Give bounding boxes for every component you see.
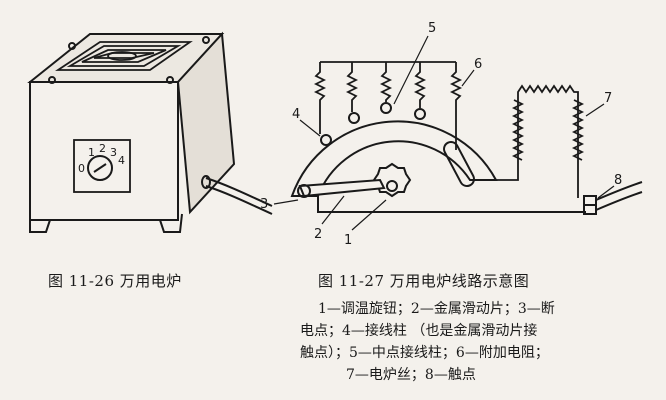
figure-11-26-caption: 图 11-26 万用电炉 xyxy=(48,272,182,290)
heating-wire-coil xyxy=(470,84,585,198)
heating-plate-icon xyxy=(55,41,193,71)
part-label-5: 5 xyxy=(428,21,436,36)
legend-line-2: 电点；4—接线柱 （也是金属滑动片接 xyxy=(300,323,538,339)
additional-resistors xyxy=(313,61,463,150)
part-label-4: 4 xyxy=(292,107,300,122)
part-label-8: 8 xyxy=(614,173,622,188)
power-cord-icon xyxy=(205,177,273,207)
legend-line-3: 触点）；5—中点接线柱；6—附加电阻； xyxy=(300,345,549,361)
part-label-3: 3 xyxy=(260,197,268,212)
figure-11-27-caption: 图 11-27 万用电炉线路示意图 xyxy=(318,272,530,290)
temperature-dial-panel xyxy=(73,139,131,193)
dial-mark-3: 3 xyxy=(110,146,117,159)
part-label-7: 7 xyxy=(604,91,612,106)
dial-mark-2: 2 xyxy=(99,142,106,155)
part-numbers: 1 2 3 4 5 6 7 8 xyxy=(260,21,622,248)
part-label-1: 1 xyxy=(344,233,352,248)
part-label-6: 6 xyxy=(474,57,482,72)
sliding-contact-slot xyxy=(443,140,475,188)
contact-post-4-icon xyxy=(320,134,332,146)
legend-line-4: 7—电炉丝；8—触点 xyxy=(346,367,476,383)
dial-knob-icon xyxy=(87,155,113,181)
dial-mark-4: 4 xyxy=(118,154,125,167)
switch-body xyxy=(290,120,498,197)
dial-mark-1: 1 xyxy=(88,146,95,159)
dial-mark-0: 0 xyxy=(78,162,85,175)
part-label-2: 2 xyxy=(314,227,322,242)
diagram-artwork: 1 2 3 4 0 xyxy=(27,21,643,248)
circuit-schematic xyxy=(273,35,643,231)
dial-marks: 1 2 3 4 0 xyxy=(78,142,125,175)
legend-line-1: 1—调温旋钮；2—金属滑动片；3—断 xyxy=(318,301,555,317)
electric-stove-drawing xyxy=(27,31,273,233)
metal-sliding-strip xyxy=(298,178,386,198)
